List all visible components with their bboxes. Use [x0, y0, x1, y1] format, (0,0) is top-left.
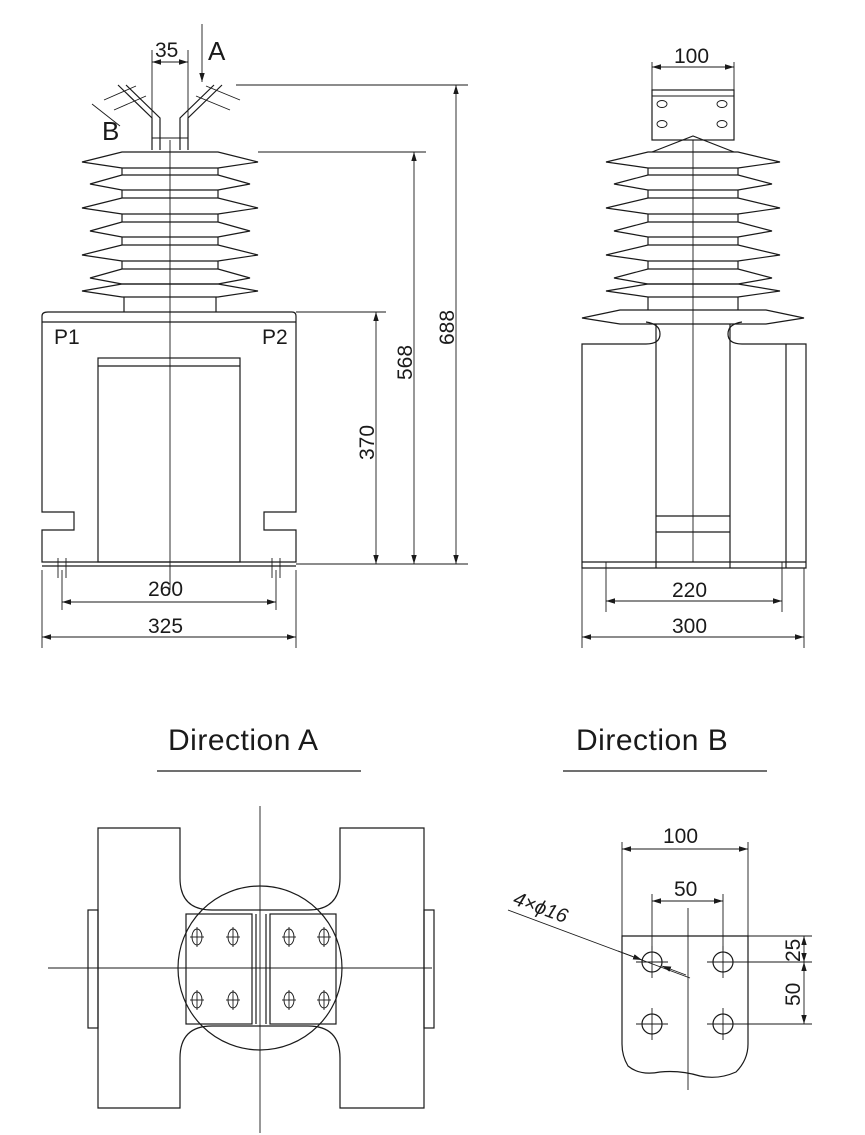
direction-a-title: Direction A	[168, 724, 319, 757]
hole-callout-leader	[507, 909, 691, 979]
direction-b-title: Direction B	[576, 724, 728, 757]
b-dim-hole-spacing-h: 50	[674, 878, 697, 901]
terminal-plate-b	[621, 935, 749, 1078]
b-dim-plate-width: 100	[663, 825, 698, 848]
terminal-plate	[651, 89, 735, 141]
side-dim-bolt-spacing: 220	[672, 579, 707, 602]
b-dim-hole-spacing-v: 50	[782, 983, 805, 1006]
dim-terminal-width: 100	[674, 45, 709, 68]
terminal-block-right	[269, 913, 337, 1025]
dim-base-height: 370	[356, 425, 379, 460]
transformer-body	[41, 311, 297, 578]
side-view: 100 22	[581, 45, 807, 648]
dim-top-gap: 35	[155, 39, 178, 62]
side-body	[581, 309, 807, 569]
side-insulator-sheds	[605, 151, 781, 310]
side-dim-base-width: 300	[672, 615, 707, 638]
dim-insulator-height: 568	[394, 345, 417, 380]
direction-a-view	[48, 806, 435, 1133]
terminal-p1-label: P1	[54, 326, 80, 349]
insulator-sheds	[81, 151, 259, 312]
front-view: P1 P2 35 A B 370 568 688 260 325	[41, 24, 468, 648]
view-arrow-b	[91, 103, 121, 127]
dim-bolt-spacing: 260	[148, 578, 183, 601]
terminal-p2-label: P2	[262, 326, 288, 349]
view-label-a: A	[208, 36, 226, 66]
direction-b-view: 100 50 4×ϕ16 25 50	[507, 825, 812, 1090]
b-dim-top-offset: 25	[782, 939, 805, 962]
dim-base-width: 325	[148, 615, 183, 638]
terminal-block-left	[185, 913, 253, 1025]
view-label-b: B	[102, 116, 119, 146]
dim-total-height: 688	[436, 310, 459, 345]
terminal-stem-inner	[125, 84, 215, 150]
bolt-holes-a	[190, 927, 331, 1010]
